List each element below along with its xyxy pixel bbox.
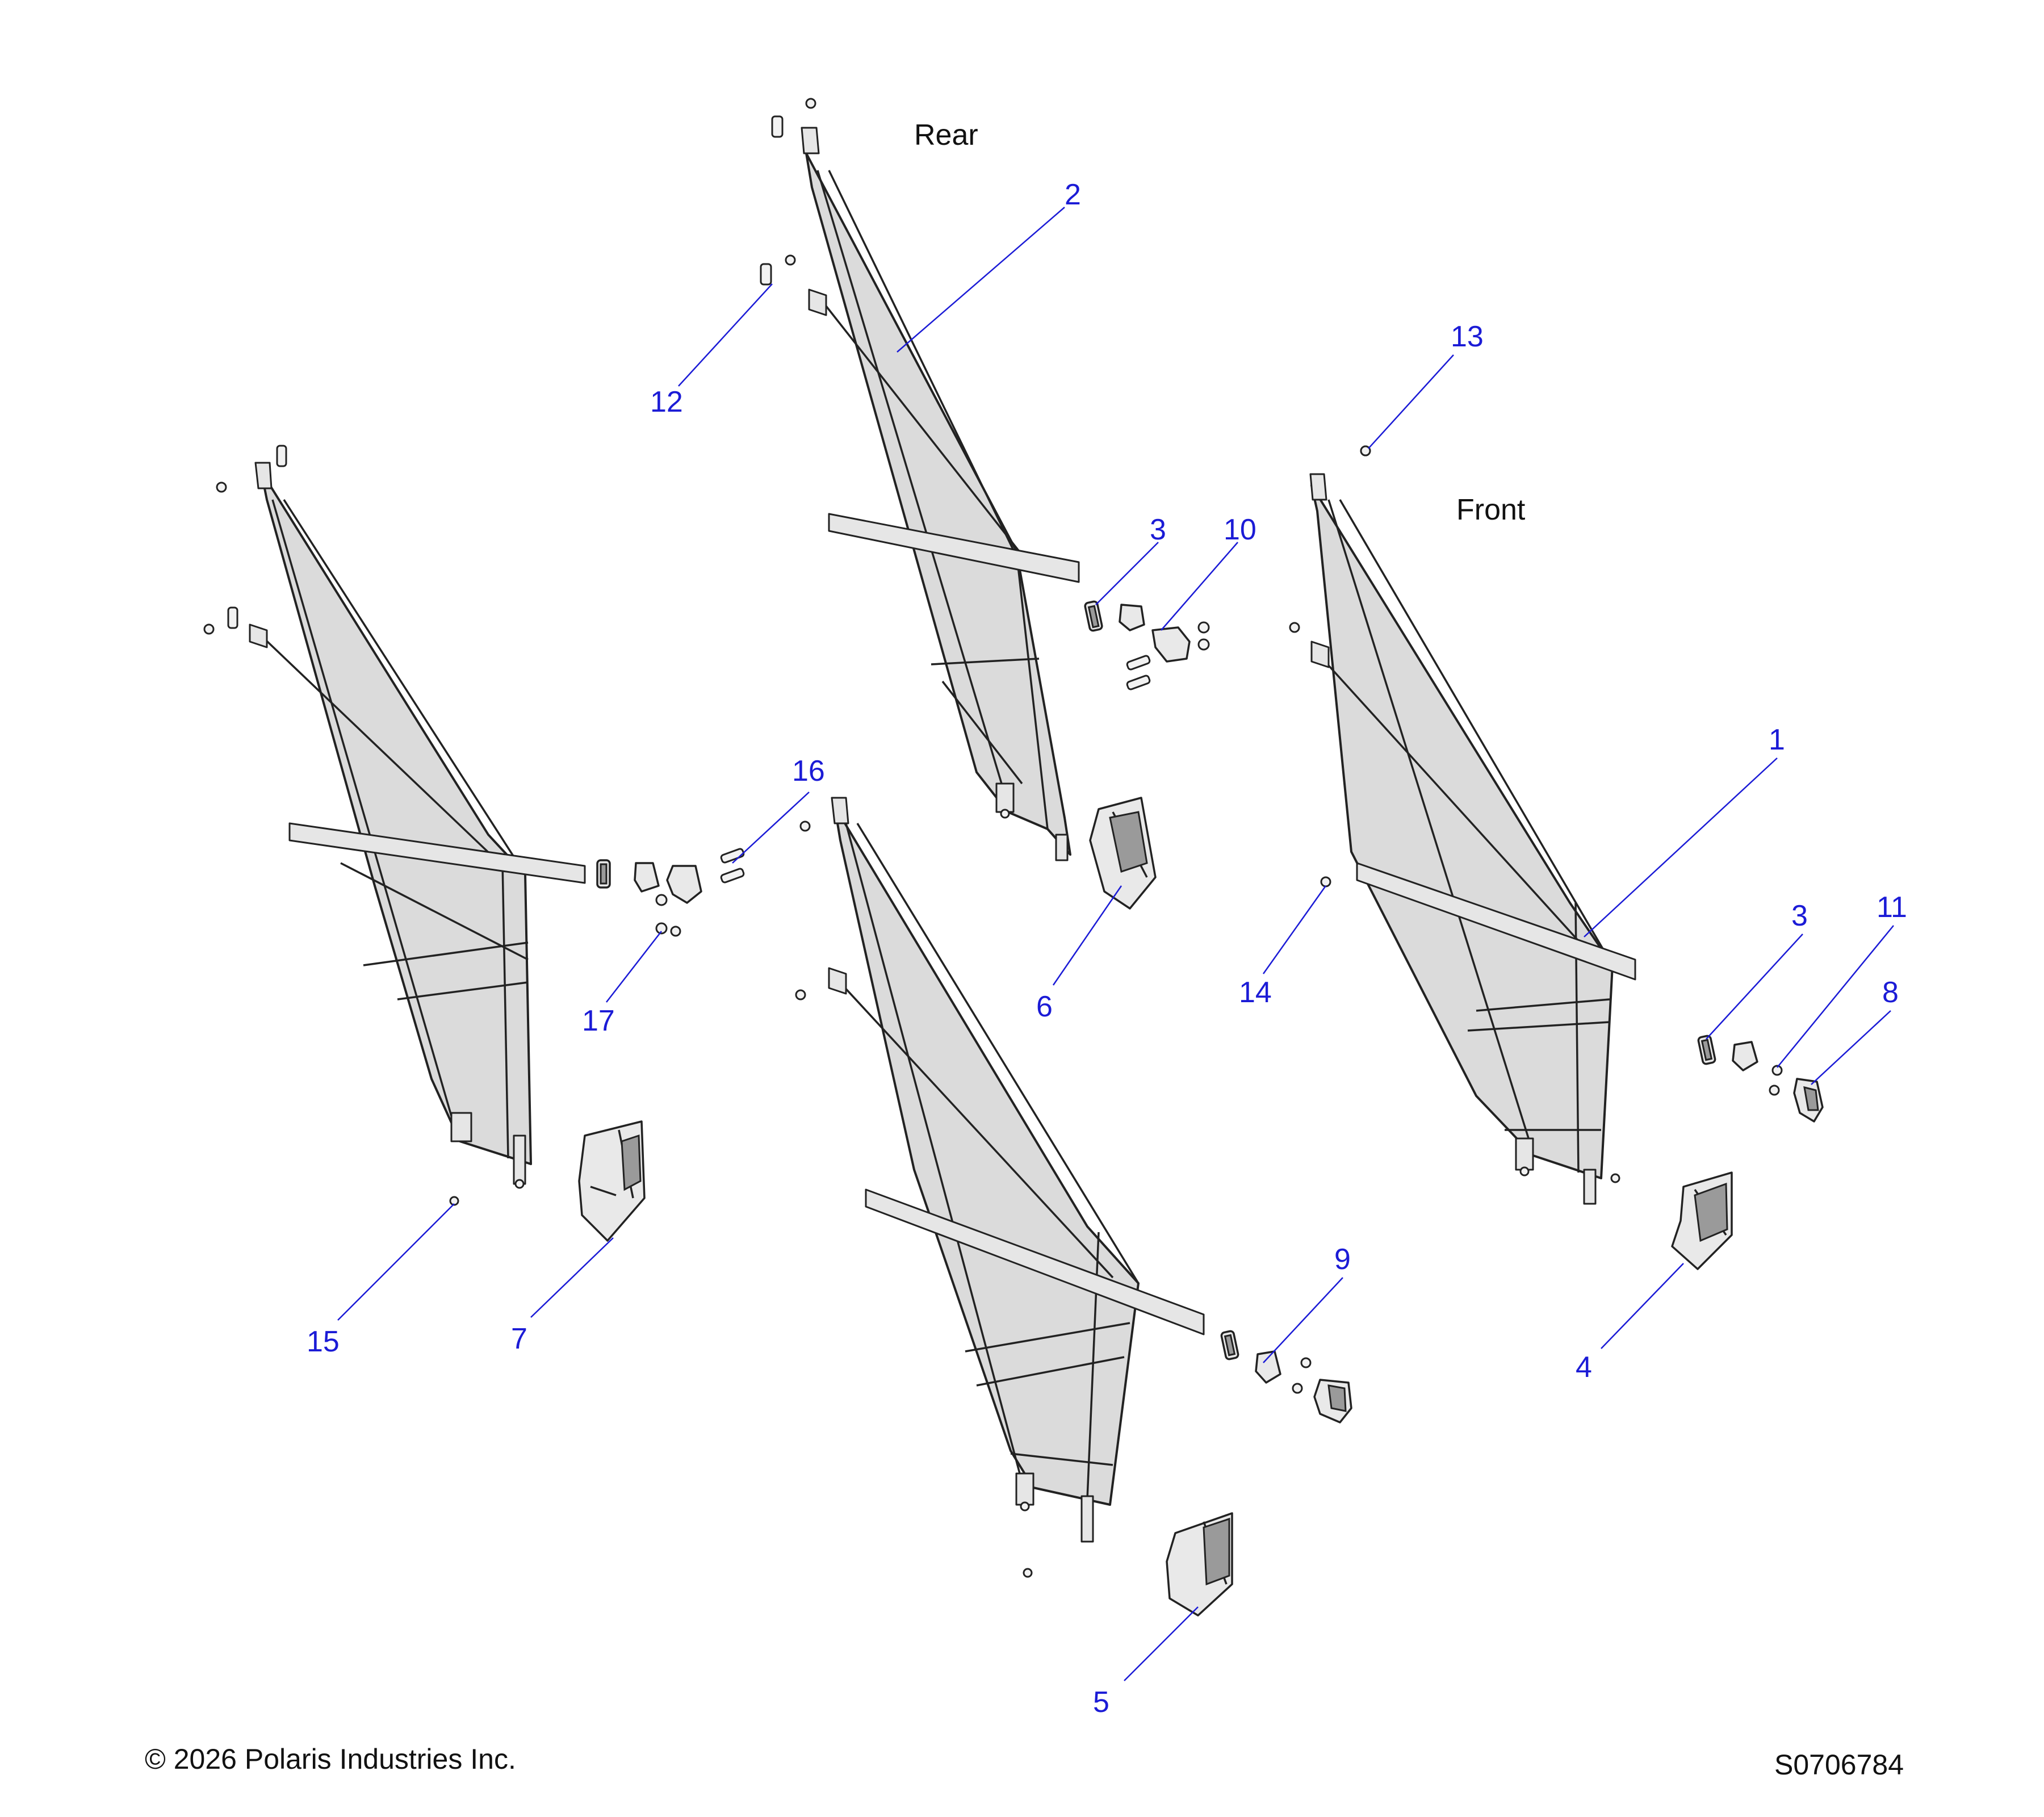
screw-icon [1771,1065,1783,1076]
screw-icon [1360,445,1371,457]
clip-icon [760,263,772,286]
callout-11: 11 [1877,891,1907,924]
clip-icon [276,445,287,467]
screw-icon [203,623,215,635]
screw-icon [785,254,796,266]
nut-icon [655,922,668,935]
bottom-window-net [795,797,1205,1543]
latch-handle [666,865,702,904]
screw-icon [1320,876,1331,887]
bolt-icon [1000,809,1010,819]
right-window-net [1289,445,1636,1205]
right-latch-assembly [1697,1035,1824,1123]
callout-7: 7 [511,1322,527,1355]
bottom-guard [1166,1512,1233,1617]
nut-icon [655,894,668,906]
screw-icon [795,989,806,1000]
callout-15: 15 [307,1325,340,1358]
latch-bracket [634,862,660,893]
callout-17: 17 [582,1004,615,1037]
callout-10: 10 [1224,513,1256,546]
callout-3-right: 3 [1791,899,1808,932]
clip-icon [771,115,784,138]
right-guard [1671,1171,1733,1270]
left-window-net [203,445,586,1189]
copyright-text: © 2026 Polaris Industries Inc. [145,1743,516,1775]
latch-bracket [1255,1350,1281,1384]
callout-5: 5 [1093,1686,1109,1719]
bottom-latch-assembly [1220,1330,1352,1424]
callout-8: 8 [1882,976,1899,1009]
latch-bracket [1119,604,1145,631]
callout-3-top: 3 [1150,513,1166,546]
top-guard [1089,797,1157,910]
screw-icon [1610,1173,1620,1183]
callout-14: 14 [1239,976,1272,1009]
callout-1: 1 [1769,723,1785,756]
callout-6: 6 [1036,990,1053,1023]
nut-icon [1197,638,1210,651]
rear-label: Rear [914,119,978,152]
callout-12: 12 [650,386,683,418]
screw-icon [1023,1568,1033,1578]
screw-icon [720,868,745,884]
left-guard [578,1120,646,1242]
top-latch-assembly [1084,600,1210,690]
screw-icon [1292,1383,1303,1394]
callout-13: 13 [1451,320,1484,353]
screw-icon [1769,1085,1780,1096]
latch-handle [1151,626,1191,663]
screw-icon [216,482,227,493]
callout-16: 16 [792,755,825,788]
front-label: Front [1456,493,1526,526]
screw-icon [805,98,816,109]
screw-icon [799,820,811,832]
bolt-icon [1519,1166,1530,1177]
screw-icon [1300,1357,1312,1368]
latch-bracket [1732,1041,1758,1071]
screw-icon [1289,622,1300,633]
callout-4: 4 [1576,1351,1592,1384]
callout-2: 2 [1065,178,1081,211]
screw-icon [1126,675,1151,690]
top-window-net [760,98,1080,861]
bolt-icon [1020,1501,1030,1512]
screw-icon [720,848,745,864]
bolt-icon [514,1179,525,1189]
screw-icon [1126,655,1151,671]
nut-icon [670,926,681,937]
clip-icon [227,606,238,629]
screw-icon [449,1196,459,1206]
drawing-number: S0706784 [1774,1749,1904,1781]
callout-9: 9 [1334,1243,1351,1276]
leader-lines [337,207,1894,1681]
nut-icon [1197,621,1210,634]
left-latch-assembly [596,848,745,935]
